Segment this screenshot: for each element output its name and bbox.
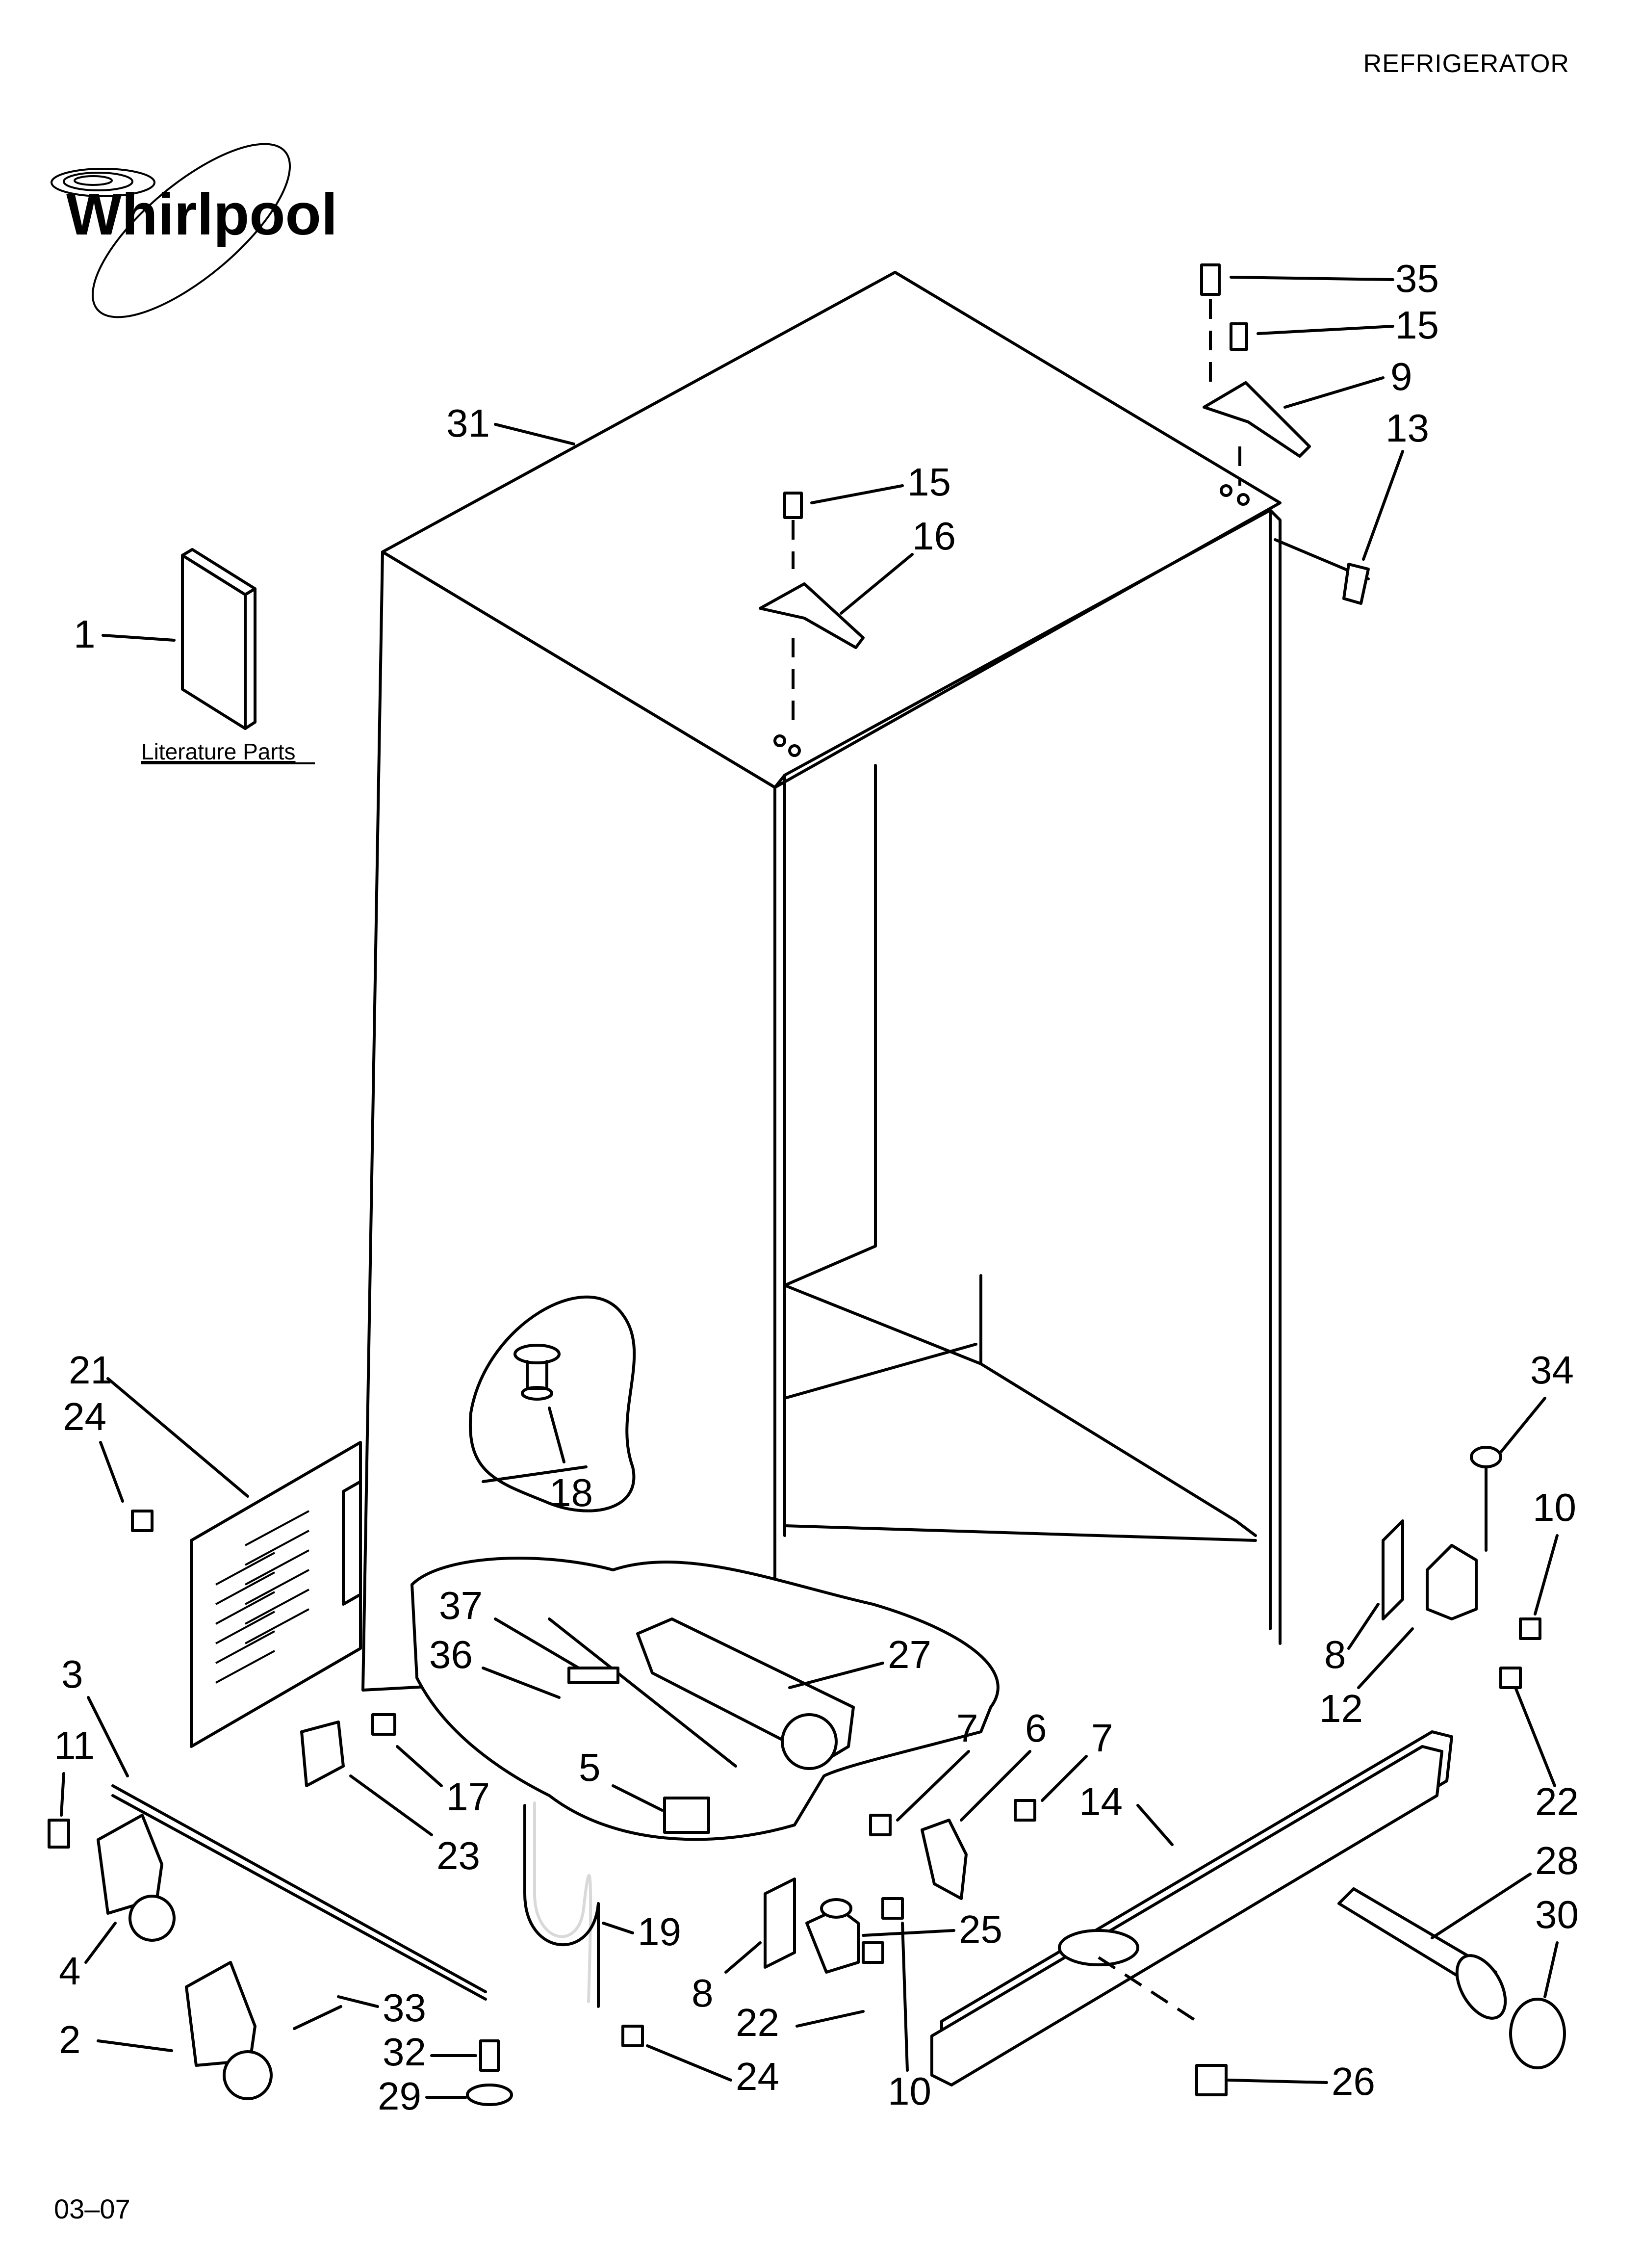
callout-7-left: 7 [956,1706,978,1750]
hinge-cover-13 [1342,563,1370,605]
bumper-cutaway [468,1295,636,1512]
lower-hinge-25 [764,1877,860,1974]
callout-14: 14 [1079,1780,1123,1824]
callout-8-bottom: 8 [692,1971,714,2015]
callout-4: 4 [59,1949,81,1993]
callout-31: 31 [446,401,490,445]
water-valve [548,1617,855,1834]
callout-30: 30 [1535,1893,1579,1936]
callout-2: 2 [59,2018,81,2061]
clip-26 [1195,2064,1228,2096]
callout-11: 11 [54,1723,95,1767]
callout-6: 6 [1025,1706,1047,1750]
callout-12: 12 [1319,1687,1363,1730]
callout-24-left: 24 [63,1395,106,1438]
callout-22-right: 22 [1535,1780,1579,1824]
callout-13: 13 [1385,406,1429,450]
callout-29: 29 [378,2074,421,2118]
rear-access-panel [190,1441,362,1748]
callout-33: 33 [383,1986,426,2030]
toe-grille [930,1730,1453,2086]
whirlpool-logo: Whirlpool [51,143,337,318]
revision-code: 03–07 [54,2193,130,2224]
roller-assembly [48,1784,487,2100]
top-hinge-center [759,492,865,757]
callout-35: 35 [1395,257,1439,300]
callout-22-bottom: 22 [736,2001,779,2044]
callout-1: 1 [74,612,96,656]
callout-19: 19 [638,1910,681,1954]
cabinet-shell [361,271,1370,1692]
callout-21: 21 [69,1348,112,1392]
callout-25: 25 [959,1907,1002,1951]
callout-5: 5 [579,1746,601,1789]
screw-icons [131,1510,1541,2047]
callout-10-right: 10 [1533,1486,1576,1529]
lower-hinge [1382,1446,1502,1620]
callout-15-top: 15 [1395,303,1439,347]
bracket-23 [300,1713,396,1787]
callout-26: 26 [1332,2059,1375,2103]
callout-9: 9 [1390,355,1412,398]
callout-16: 16 [912,514,956,558]
callout-24-bottom: 24 [736,2055,779,2098]
literature-parts-label: Literature Parts [141,739,295,764]
callout-7-right: 7 [1091,1716,1113,1760]
callout-18: 18 [549,1471,593,1514]
callout-17: 17 [446,1775,490,1819]
wire-bracket-6 [921,1819,968,1900]
logo-wordmark: Whirlpool [66,182,337,247]
callout-32: 32 [383,2030,426,2074]
callout-27: 27 [888,1633,931,1676]
callout-8-right: 8 [1324,1633,1346,1676]
callout-37: 37 [439,1584,483,1627]
literature-book [181,548,257,730]
callout-28: 28 [1535,1839,1579,1882]
callout-23: 23 [436,1834,480,1877]
callout-3: 3 [61,1652,83,1696]
drain-tube [533,1801,592,2003]
bumper-29 [466,2039,513,2106]
callout-34: 34 [1530,1348,1574,1392]
page-title: REFRIGERATOR [1363,50,1569,78]
water-filter [1337,1887,1566,2069]
top-hinge-right [1200,263,1370,605]
callout-15-mid: 15 [907,460,951,504]
callout-36: 36 [429,1633,473,1676]
drain-tube-outline [523,1804,600,2008]
callout-10-bottom: 10 [888,2069,931,2113]
